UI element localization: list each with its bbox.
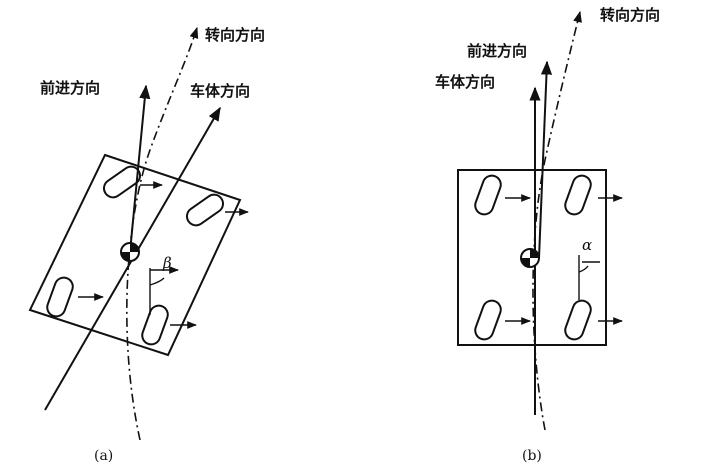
caption-a: (a): [94, 448, 113, 464]
body-label-a: 车体方向: [190, 82, 250, 100]
alpha-label: α: [582, 236, 592, 254]
alpha-angle-marker: [578, 255, 600, 300]
center-of-gravity-a: [120, 242, 140, 262]
beta-label: β: [162, 254, 172, 272]
wheel-front-right-a: [185, 193, 225, 227]
forward-label-a: 前进方向: [40, 79, 100, 97]
wheel-arrows-b: [505, 194, 623, 325]
forward-label-b: 前进方向: [467, 42, 527, 60]
caption-b: (b): [522, 448, 542, 464]
wheels-b: [474, 174, 592, 341]
steer-label-a: 转向方向: [205, 26, 265, 44]
wheel-front-right-b: [564, 174, 592, 216]
beta-angle-marker: [149, 266, 179, 315]
steer-direction-curve-b: [532, 10, 582, 431]
center-of-gravity-b: [520, 248, 540, 268]
steer-direction-curve-a: [126, 26, 199, 441]
wheel-rear-left-b: [474, 299, 502, 341]
wheel-rear-right-b: [564, 299, 592, 341]
wheel-rear-right-a: [141, 304, 169, 346]
body-label-b: 车体方向: [435, 73, 495, 91]
wheel-arrows-a: [78, 181, 249, 329]
wheel-rear-left-a: [46, 276, 74, 318]
forward-direction-line-b: [538, 60, 553, 259]
steer-label-b: 转向方向: [600, 6, 660, 24]
panel-b: α 转向方向 前进方向 车体方向 (b): [435, 6, 660, 464]
panel-a: β 转向方向 前进方向 车体方向 (a): [28, 26, 265, 464]
wheel-front-left-b: [474, 174, 502, 216]
